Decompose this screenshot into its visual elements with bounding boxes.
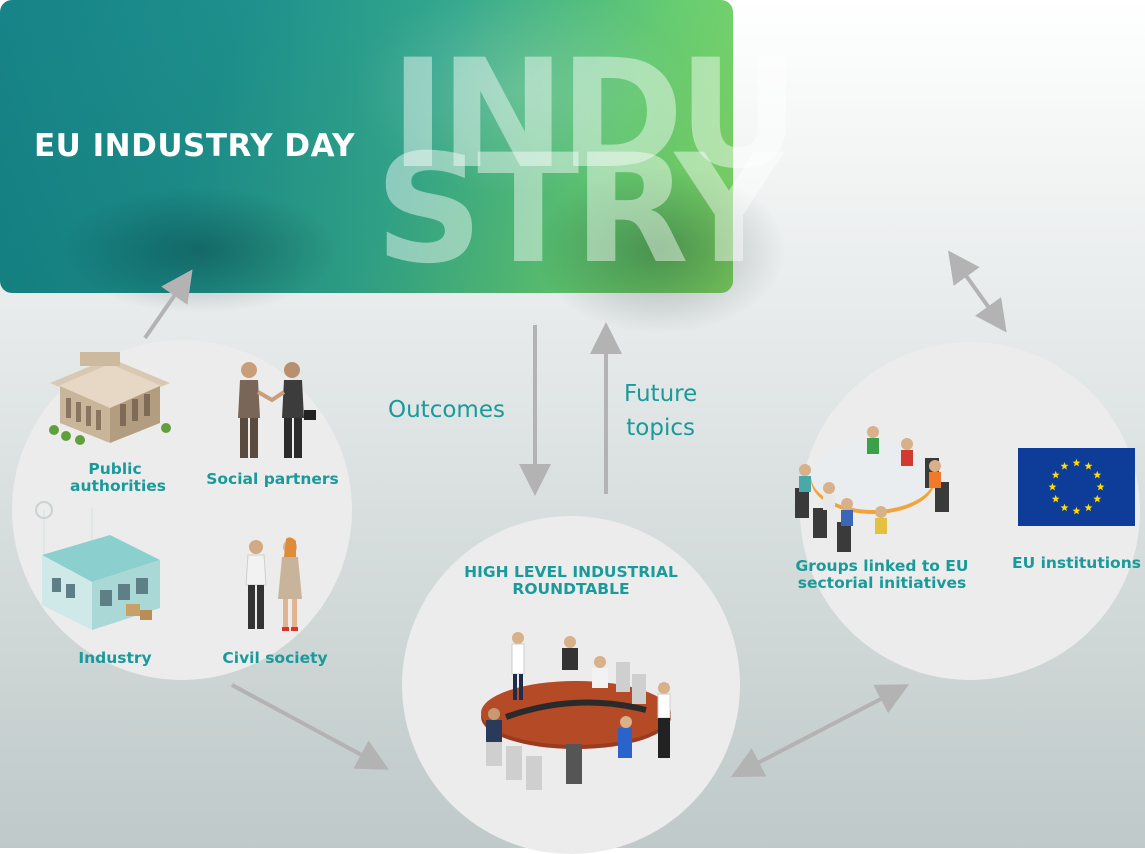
roundtable-title-line1: HIGH LEVEL INDUSTRIAL [464, 563, 678, 581]
arrow-center-right-bidirectional [730, 684, 910, 778]
eu-flag-star [1060, 462, 1069, 470]
public-authorities-building-icon [49, 352, 171, 445]
public-authorities-line1: Public [88, 460, 142, 478]
roundtable-meeting-icon [481, 632, 671, 790]
civil-society-people-icon [245, 537, 302, 631]
outcomes-label: Outcomes [388, 397, 505, 423]
eu-flag-star [1072, 458, 1081, 467]
eu-flag-star [1093, 494, 1102, 503]
arrow-banner-right-bidirectional [948, 250, 1007, 333]
sectorial-groups-meeting-icon [795, 426, 949, 552]
eu-flag-star [1051, 494, 1060, 503]
roundtable-title: HIGH LEVEL INDUSTRIAL ROUNDTABLE [430, 564, 712, 598]
eu-flag-star [1051, 470, 1060, 479]
arrow-left-to-center [231, 683, 390, 770]
social-partners-label: Social partners [206, 470, 339, 488]
sectorial-groups-line2: sectorial initiatives [797, 574, 967, 592]
social-partners-handshake-icon [238, 362, 316, 458]
eu-institutions-label: EU institutions [1012, 554, 1141, 572]
arrow-left-to-banner [143, 269, 193, 340]
eu-flag-star [1084, 462, 1093, 470]
sectorial-groups-line1: Groups linked to EU [795, 557, 969, 575]
future-topics-line1: Future [624, 381, 698, 407]
public-authorities-label: Public authorities [70, 460, 167, 495]
eu-flag-star [1084, 503, 1093, 512]
banner-title: EU INDUSTRY DAY [34, 128, 356, 164]
sectorial-groups-label: Groups linked to EU sectorial initiative… [782, 558, 982, 592]
eu-flag-star [1072, 506, 1081, 515]
industry-label: Industry [78, 649, 152, 667]
eu-flag-star [1093, 470, 1102, 479]
future-topics-label: Future topics [624, 377, 697, 445]
eu-flag-icon [1018, 448, 1135, 526]
eu-flag-star [1060, 503, 1069, 512]
industry-factory-icon [35, 501, 160, 630]
eu-flag-star [1096, 482, 1105, 491]
public-authorities-line2: authorities [70, 477, 167, 495]
civil-society-label: Civil society [222, 649, 328, 667]
banner-watermark-line2: STRY [375, 123, 783, 297]
eu-flag-star [1048, 482, 1057, 491]
banner-watermark-line1: INDU [390, 28, 800, 202]
future-topics-line2: topics [626, 415, 695, 441]
roundtable-title-line2: ROUNDTABLE [512, 580, 630, 598]
